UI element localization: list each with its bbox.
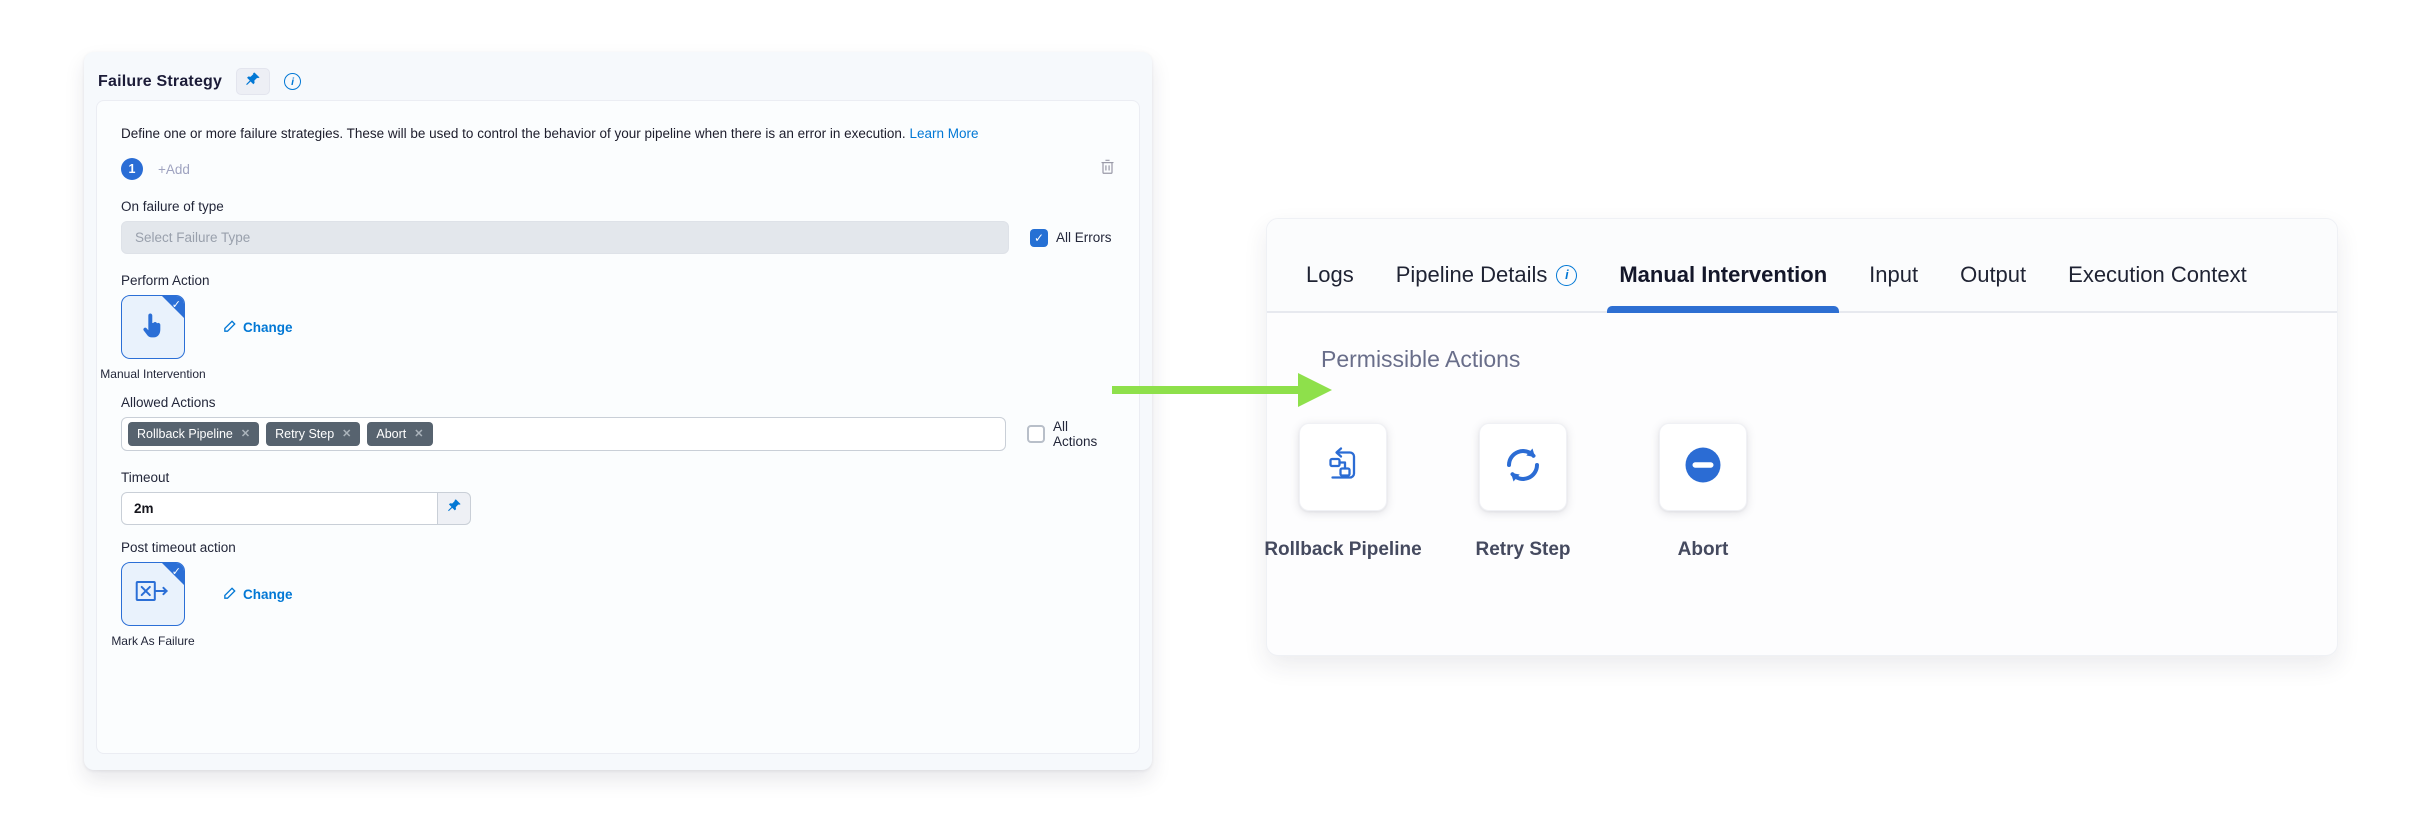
all-errors-checkbox[interactable]: ✓ bbox=[1030, 228, 1048, 247]
tab-manual-intervention[interactable]: Manual Intervention bbox=[1607, 262, 1840, 313]
selected-corner bbox=[161, 562, 184, 586]
failure-type-select[interactable]: Select Failure Type bbox=[121, 221, 1009, 255]
tag-label: Rollback Pipeline bbox=[137, 426, 233, 441]
tab-label: Output bbox=[1960, 262, 2027, 287]
change-label: Change bbox=[243, 586, 293, 602]
remove-tag-icon[interactable]: ✕ bbox=[342, 428, 352, 441]
pencil-icon bbox=[223, 319, 237, 336]
timeout-label: Timeout bbox=[121, 469, 170, 485]
strategy-list-row: 1 +Add bbox=[121, 158, 1115, 181]
failure-strategy-form: Define one or more failure strategies. T… bbox=[96, 100, 1140, 754]
on-failure-label: On failure of type bbox=[121, 199, 224, 215]
pencil-icon bbox=[223, 586, 237, 603]
perform-action-label: Perform Action bbox=[121, 273, 210, 289]
perform-action-row: ✓ Manual Intervention Change bbox=[100, 295, 1115, 383]
retry-step-button[interactable] bbox=[1479, 423, 1567, 511]
active-tab-underline bbox=[1607, 306, 1840, 313]
hand-pointer-icon bbox=[138, 310, 168, 345]
allowed-action-tag[interactable]: Retry Step ✕ bbox=[266, 421, 361, 446]
action-label: Abort bbox=[1677, 539, 1729, 560]
remove-tag-icon[interactable]: ✕ bbox=[414, 428, 424, 441]
allowed-actions-label: Allowed Actions bbox=[121, 394, 216, 410]
perform-action-name: Manual Intervention bbox=[100, 367, 206, 382]
tab-pipeline-details[interactable]: Pipeline Details i bbox=[1396, 262, 1578, 311]
post-timeout-action-name: Mark As Failure bbox=[111, 633, 195, 648]
learn-more-link[interactable]: Learn More bbox=[909, 126, 979, 141]
delete-strategy-button[interactable] bbox=[1100, 158, 1115, 180]
allowed-actions-input[interactable]: Rollback Pipeline ✕ Retry Step ✕ Abort ✕ bbox=[121, 416, 1007, 451]
checkmark-icon: ✓ bbox=[1033, 230, 1045, 245]
post-timeout-card-col: ✓ Mark As Failure bbox=[111, 561, 195, 650]
all-actions-checkbox-group[interactable]: All Actions bbox=[1027, 419, 1115, 449]
tab-label: Manual Intervention bbox=[1619, 262, 1828, 287]
post-timeout-label: Post timeout action bbox=[121, 539, 236, 555]
action-abort: Abort bbox=[1659, 423, 1747, 563]
panel-title: Failure Strategy bbox=[98, 72, 223, 90]
failure-strategy-header: Failure Strategy i bbox=[84, 52, 1152, 95]
tab-label: Logs bbox=[1306, 262, 1354, 287]
tag-label: Abort bbox=[376, 426, 407, 441]
failure-type-row: Select Failure Type ✓ All Errors bbox=[121, 221, 1115, 255]
change-action-button[interactable]: Change bbox=[223, 319, 293, 336]
tag-label: Retry Step bbox=[275, 426, 335, 441]
mark-as-failure-card[interactable]: ✓ bbox=[121, 561, 185, 626]
abort-button[interactable] bbox=[1659, 423, 1747, 511]
info-icon[interactable]: i bbox=[284, 73, 302, 90]
tab-input[interactable]: Input bbox=[1869, 262, 1918, 311]
rollback-pipeline-icon bbox=[1323, 445, 1363, 490]
all-actions-checkbox[interactable] bbox=[1027, 424, 1045, 443]
retry-step-icon bbox=[1501, 443, 1545, 492]
flow-arrow-head bbox=[1298, 373, 1332, 407]
selected-check-icon: ✓ bbox=[171, 299, 181, 312]
description-text: Define one or more failure strategies. T… bbox=[121, 126, 906, 141]
abort-icon bbox=[1681, 443, 1725, 492]
pin-icon bbox=[245, 71, 261, 92]
timeout-field: 2m bbox=[121, 491, 471, 525]
change-label: Change bbox=[243, 320, 293, 336]
all-errors-checkbox-group[interactable]: ✓ All Errors bbox=[1030, 228, 1112, 247]
add-strategy-button[interactable]: +Add bbox=[158, 161, 190, 177]
permissible-actions-title: Permissible Actions bbox=[1321, 346, 1521, 372]
all-actions-label: All Actions bbox=[1052, 418, 1098, 449]
pin-icon bbox=[447, 498, 462, 518]
rollback-pipeline-button[interactable] bbox=[1299, 423, 1387, 511]
failure-strategy-panel: Failure Strategy i Define one or more fa… bbox=[84, 52, 1152, 770]
action-retry-step: Retry Step bbox=[1475, 423, 1571, 563]
allowed-action-tag[interactable]: Rollback Pipeline ✕ bbox=[128, 421, 260, 446]
timeout-pin-button[interactable] bbox=[438, 491, 471, 525]
allowed-actions-row: Rollback Pipeline ✕ Retry Step ✕ Abort ✕… bbox=[121, 416, 1115, 451]
step-details-panel: Logs Pipeline Details i Manual Intervent… bbox=[1264, 218, 2338, 656]
tab-label: Pipeline Details bbox=[1395, 262, 1548, 287]
strategy-description: Define one or more failure strategies. T… bbox=[121, 125, 1115, 143]
tab-execution-context[interactable]: Execution Context bbox=[2068, 262, 2247, 311]
change-post-timeout-button[interactable]: Change bbox=[223, 586, 293, 603]
timeout-input[interactable]: 2m bbox=[121, 491, 438, 525]
strategy-index-badge[interactable]: 1 bbox=[121, 158, 143, 181]
remove-tag-icon[interactable]: ✕ bbox=[240, 428, 251, 441]
action-rollback-pipeline: Rollback Pipeline bbox=[1264, 423, 1422, 563]
manual-intervention-card[interactable]: ✓ bbox=[121, 295, 185, 360]
permissible-actions-row: Rollback Pipeline Retry Step bbox=[1264, 423, 2337, 563]
tab-logs[interactable]: Logs bbox=[1306, 262, 1354, 311]
post-timeout-row: ✓ Mark As Failure Change bbox=[111, 561, 1115, 650]
selected-check-icon: ✓ bbox=[171, 565, 181, 578]
tab-label: Execution Context bbox=[2068, 262, 2247, 287]
all-errors-label: All Errors bbox=[1056, 230, 1112, 246]
info-icon[interactable]: i bbox=[1556, 264, 1578, 286]
perform-action-card-col: ✓ Manual Intervention bbox=[100, 295, 206, 383]
trash-icon bbox=[1100, 158, 1115, 180]
tab-label: Input bbox=[1869, 262, 1919, 287]
allowed-action-tag[interactable]: Abort ✕ bbox=[367, 421, 433, 446]
mark-as-failure-icon bbox=[134, 579, 172, 608]
tab-output[interactable]: Output bbox=[1960, 262, 2026, 311]
action-label: Rollback Pipeline bbox=[1264, 539, 1422, 560]
details-tab-bar: Logs Pipeline Details i Manual Intervent… bbox=[1267, 219, 2337, 313]
flow-arrow bbox=[1112, 386, 1300, 394]
action-label: Retry Step bbox=[1475, 539, 1571, 560]
selected-corner bbox=[161, 296, 184, 320]
pin-button[interactable] bbox=[236, 68, 271, 95]
